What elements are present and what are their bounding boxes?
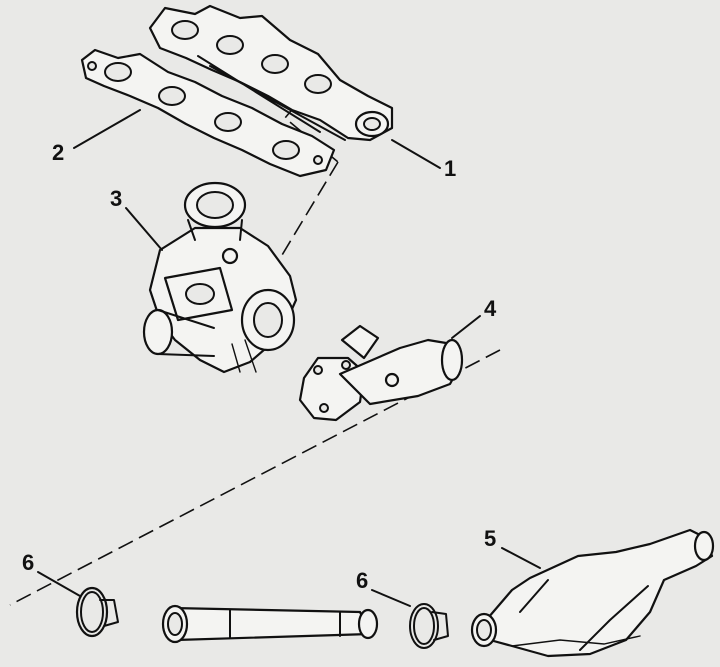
manifold-gasket	[80, 48, 336, 178]
callout-6-left: 6	[22, 550, 34, 575]
exhaust-manifold	[148, 4, 394, 142]
callout-leaders	[37, 109, 541, 607]
callout-2: 2	[52, 140, 64, 165]
callout-6-right: 6	[356, 568, 368, 593]
leader-6a	[37, 571, 81, 597]
intermediate-pipe	[161, 604, 379, 644]
leader-5	[501, 547, 541, 569]
downpipe	[298, 324, 464, 422]
callout-3: 3	[110, 186, 122, 211]
callout-numbers: 1 2 3 4 5 6 6	[22, 140, 497, 593]
leader-3	[125, 207, 163, 251]
callout-5: 5	[484, 526, 496, 551]
leader-4	[451, 315, 481, 339]
leader-2	[73, 109, 141, 149]
catalytic-converter	[470, 528, 715, 658]
callout-4: 4	[484, 296, 497, 321]
leader-6b	[371, 589, 411, 607]
leader-1	[391, 139, 441, 169]
callout-1: 1	[444, 156, 456, 181]
pipe-clamp-left	[75, 586, 119, 638]
turbocharger	[142, 181, 298, 374]
pipe-clamp-right	[409, 603, 449, 649]
